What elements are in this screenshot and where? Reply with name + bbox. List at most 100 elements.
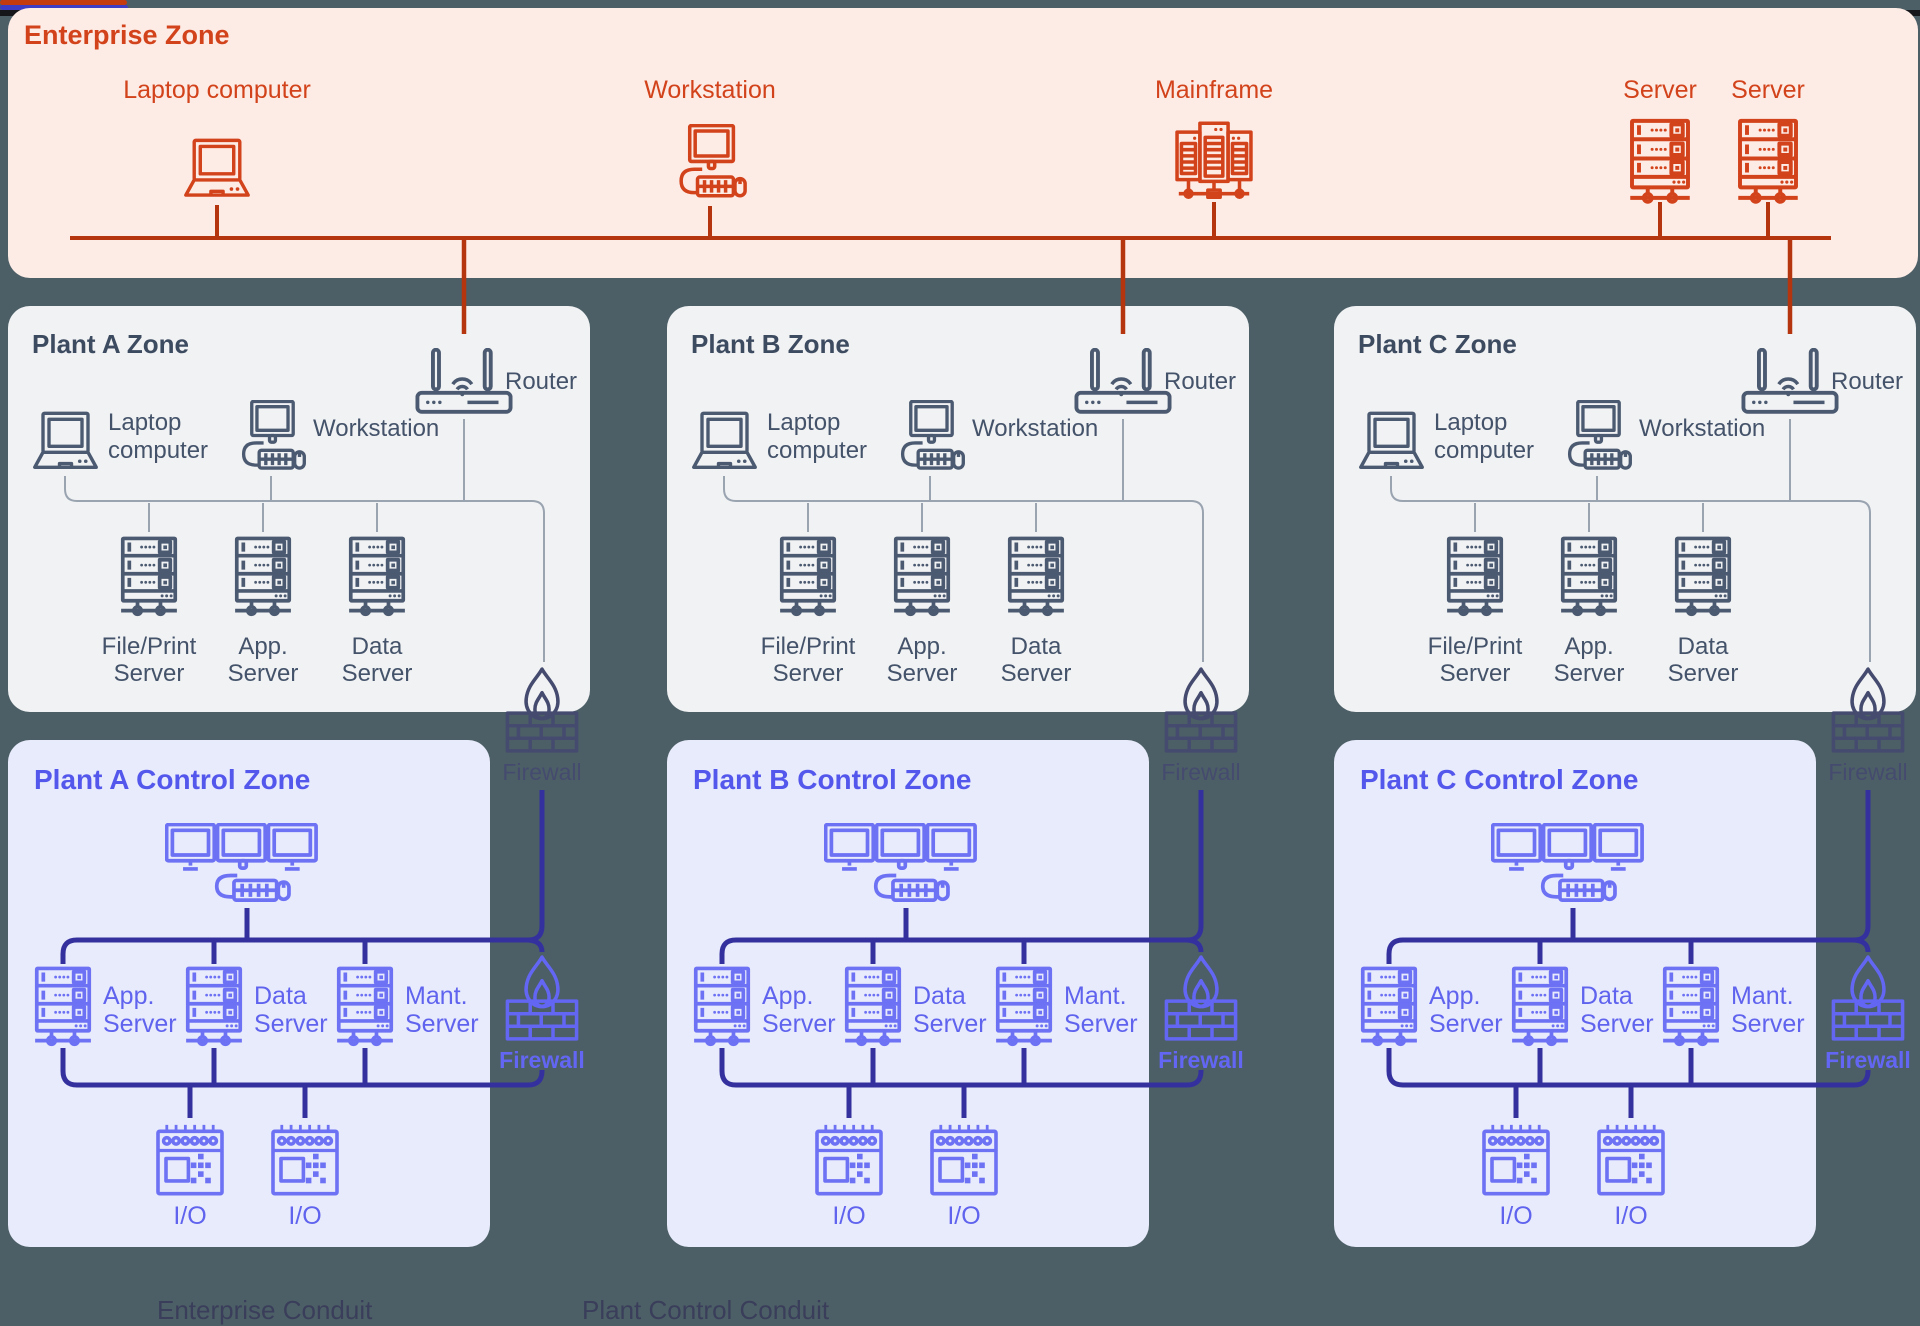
server-label-line1: File/Print bbox=[101, 633, 197, 660]
workstation-icon bbox=[671, 124, 749, 202]
boundary-firewall-label: Firewall bbox=[502, 759, 582, 785]
server-icon bbox=[1625, 118, 1695, 206]
hmi-workstation-icon bbox=[824, 822, 980, 906]
server-icon bbox=[991, 966, 1057, 1048]
server-label-line2: Server bbox=[1580, 1010, 1654, 1038]
io-module-icon bbox=[813, 1120, 885, 1197]
laptop-icon bbox=[687, 410, 762, 472]
boundary-firewall-label: Firewall bbox=[1161, 759, 1241, 785]
workstation-icon bbox=[234, 399, 308, 475]
workstation-icon bbox=[1560, 399, 1634, 475]
server-label-line2: Server bbox=[405, 1010, 479, 1038]
server-label-line1: Data bbox=[1580, 982, 1633, 1010]
io-module-icon bbox=[154, 1120, 226, 1197]
router-label: Router bbox=[1164, 368, 1237, 395]
server-label-line2: Server bbox=[1553, 660, 1625, 687]
server-icon bbox=[1442, 536, 1508, 618]
laptop-icon bbox=[179, 138, 255, 199]
server-icon bbox=[889, 536, 955, 618]
control-firewall-icon bbox=[502, 954, 582, 1042]
server-icon bbox=[181, 966, 247, 1048]
laptop-label-line2: computer bbox=[767, 437, 868, 464]
server-label-line1: Data bbox=[1010, 633, 1062, 660]
workstation-label: Workstation bbox=[644, 76, 776, 104]
control-zone-title: Plant C Control Zone bbox=[1360, 764, 1639, 795]
laptop-label-line1: Laptop bbox=[108, 409, 182, 436]
io-module-icon bbox=[269, 1120, 341, 1197]
server-icon bbox=[116, 536, 182, 618]
server-label-line2: Server bbox=[762, 1010, 836, 1038]
server-label-line1: File/Print bbox=[760, 633, 856, 660]
server-label-line2: Server bbox=[913, 1010, 987, 1038]
server-icon bbox=[1003, 536, 1069, 618]
server-label-line1: File/Print bbox=[1427, 633, 1523, 660]
control-firewall-label: Firewall bbox=[1825, 1047, 1911, 1073]
server-label-line1: Data bbox=[351, 633, 403, 660]
control-firewall-icon bbox=[1161, 954, 1241, 1042]
boundary-firewall-icon bbox=[1161, 666, 1241, 754]
laptop-icon bbox=[28, 410, 103, 472]
control-firewall-icon bbox=[1828, 954, 1908, 1042]
io-label: I/O bbox=[947, 1202, 981, 1230]
control-zone-title: Plant A Control Zone bbox=[34, 764, 311, 795]
server-icon bbox=[1658, 966, 1724, 1048]
server-label-line1: App. bbox=[103, 982, 155, 1010]
legend-line-0 bbox=[0, 0, 127, 5]
router-icon bbox=[1071, 348, 1175, 417]
enterprise-zone-title: Enterprise Zone bbox=[24, 20, 230, 50]
server-label-line1: Data bbox=[1677, 633, 1729, 660]
server-icon bbox=[775, 536, 841, 618]
server-label-line1: Mant. bbox=[405, 982, 468, 1010]
io-module-icon bbox=[1595, 1120, 1667, 1197]
plant-zone-title: Plant A Zone bbox=[32, 329, 189, 359]
io-label: I/O bbox=[173, 1202, 207, 1230]
server-icon bbox=[689, 966, 755, 1048]
io-module-icon bbox=[928, 1120, 1000, 1197]
enterprise-zone-panel bbox=[8, 8, 1918, 278]
server-icon bbox=[1670, 536, 1736, 618]
server-label: Server bbox=[1731, 76, 1805, 104]
server-icon bbox=[840, 966, 906, 1048]
server-icon bbox=[1507, 966, 1573, 1048]
server-label-line2: Server bbox=[886, 660, 958, 687]
server-label-line2: Server bbox=[772, 660, 844, 687]
server-label-line2: Server bbox=[1439, 660, 1511, 687]
boundary-firewall-icon bbox=[1828, 666, 1908, 754]
laptop-label-line1: Laptop bbox=[1434, 409, 1508, 436]
router-icon bbox=[412, 348, 516, 417]
server-icon bbox=[1733, 118, 1803, 206]
router-label: Router bbox=[505, 368, 578, 395]
plant-zone-title: Plant C Zone bbox=[1358, 329, 1517, 359]
server-label-line2: Server bbox=[1731, 1010, 1805, 1038]
workstation-icon bbox=[893, 399, 967, 475]
control-firewall-label: Firewall bbox=[1158, 1047, 1244, 1073]
workstation-label: Workstation bbox=[1639, 415, 1766, 442]
server-label-line1: Data bbox=[913, 982, 966, 1010]
server-icon bbox=[1556, 536, 1622, 618]
hmi-workstation-icon bbox=[165, 822, 321, 906]
server-label-line1: App. bbox=[1429, 982, 1481, 1010]
io-label: I/O bbox=[1614, 1202, 1648, 1230]
io-label: I/O bbox=[1499, 1202, 1533, 1230]
server-icon bbox=[230, 536, 296, 618]
server-label-line2: Server bbox=[1667, 660, 1739, 687]
server-icon bbox=[1356, 966, 1422, 1048]
boundary-firewall-icon bbox=[502, 666, 582, 754]
mainframe-icon bbox=[1170, 118, 1258, 206]
server-label-line1: App. bbox=[762, 982, 814, 1010]
workstation-label: Workstation bbox=[972, 415, 1099, 442]
laptop-label: Laptop computer bbox=[123, 76, 311, 104]
server-label-line2: Server bbox=[113, 660, 185, 687]
router-label: Router bbox=[1831, 368, 1904, 395]
server-label-line1: Mant. bbox=[1731, 982, 1794, 1010]
legend-label-1: Plant Control Conduit bbox=[582, 1295, 830, 1325]
control-zone-title: Plant B Control Zone bbox=[693, 764, 972, 795]
server-label: Server bbox=[1623, 76, 1697, 104]
laptop-label-line1: Laptop bbox=[767, 409, 841, 436]
laptop-label-line2: computer bbox=[108, 437, 209, 464]
router-icon bbox=[1738, 348, 1842, 417]
control-firewall-label: Firewall bbox=[499, 1047, 585, 1073]
server-label-line2: Server bbox=[1064, 1010, 1138, 1038]
io-label: I/O bbox=[288, 1202, 322, 1230]
